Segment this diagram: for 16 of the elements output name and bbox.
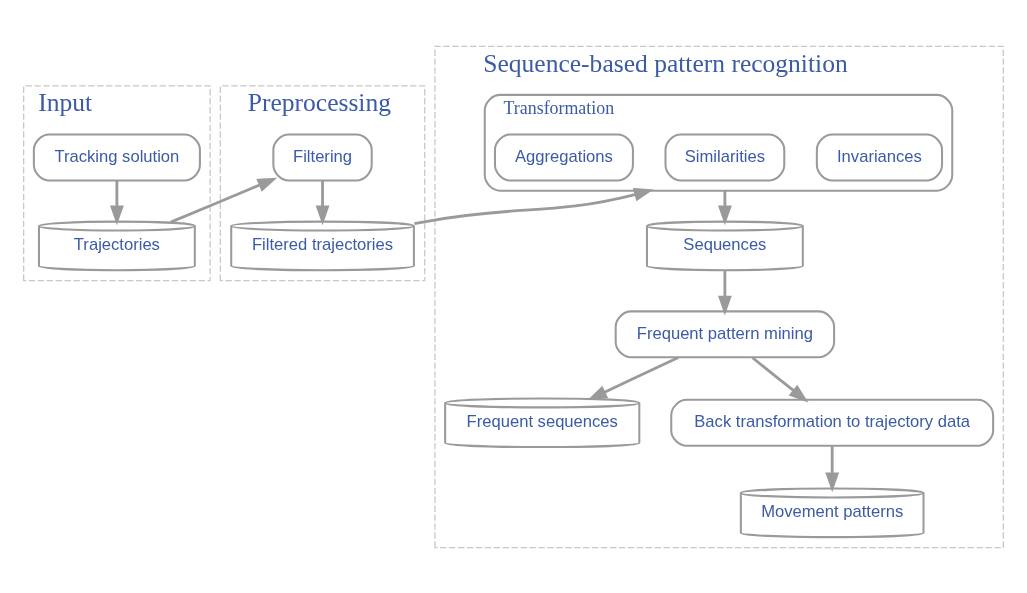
node-box: Aggregations: [493, 132, 634, 181]
arrow: [414, 187, 654, 225]
arrow: [110, 180, 124, 225]
node-box: Back transformation to trajectory data: [670, 398, 995, 447]
node-box: Tracking solution: [32, 132, 201, 181]
arrow: [718, 269, 732, 315]
arrow: [170, 177, 278, 223]
arrow: [825, 445, 840, 492]
arrow: [315, 180, 330, 225]
arrow: [587, 355, 679, 400]
node-box: Similarities: [664, 132, 786, 181]
arrow: [718, 190, 732, 225]
arrow: [751, 356, 809, 402]
node-box: Frequent pattern mining: [614, 309, 836, 358]
node-box: Filtering: [272, 132, 373, 181]
node-box: Invariances: [815, 132, 944, 181]
